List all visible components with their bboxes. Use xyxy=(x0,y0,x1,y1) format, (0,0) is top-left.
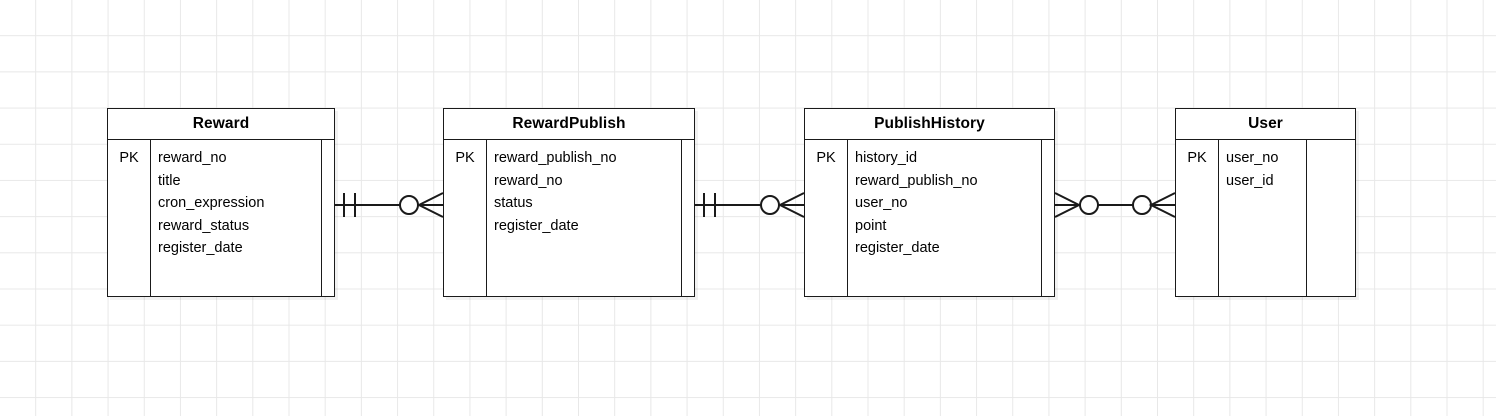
entity-reward[interactable]: Reward PK reward_no title cron_expressio… xyxy=(107,108,335,297)
attribute-row: register_date xyxy=(158,240,243,256)
pk-label: PK xyxy=(1187,150,1207,166)
pk-label: PK xyxy=(816,150,836,166)
pk-column-user: PK xyxy=(1176,140,1219,296)
attribute-column-publishhistory: history_id reward_publish_no user_no poi… xyxy=(848,140,1042,296)
attribute-column-rewardpublish: reward_publish_no reward_no status regis… xyxy=(487,140,682,296)
cardinality-many-crowsfoot xyxy=(777,192,805,218)
cardinality-zero-circle-right xyxy=(1132,195,1152,215)
attribute-row: status xyxy=(494,195,533,211)
attribute-column-reward: reward_no title cron_expression reward_s… xyxy=(151,140,322,296)
entity-title-user: User xyxy=(1176,109,1355,140)
pk-column-reward: PK xyxy=(108,140,151,296)
cardinality-many-crowsfoot xyxy=(416,192,444,218)
cardinality-many-crowsfoot-right xyxy=(1148,192,1176,218)
trailing-column-rewardpublish xyxy=(682,140,694,296)
trailing-column-user xyxy=(1307,140,1355,296)
attribute-row: point xyxy=(855,217,887,234)
attribute-row: reward_publish_no xyxy=(494,150,617,166)
entity-publishhistory[interactable]: PublishHistory PK history_id reward_publ… xyxy=(804,108,1055,297)
pk-label: PK xyxy=(455,150,475,166)
cardinality-many-crowsfoot-left xyxy=(1054,192,1082,218)
entity-body-reward: PK reward_no title cron_expression rewar… xyxy=(108,140,334,296)
trailing-column-publishhistory xyxy=(1042,140,1054,296)
entity-title-reward: Reward xyxy=(108,109,334,140)
pk-column-publishhistory: PK xyxy=(805,140,848,296)
attribute-row: reward_status xyxy=(158,217,250,234)
entity-title-publishhistory: PublishHistory xyxy=(805,109,1054,140)
attribute-row: reward_no xyxy=(158,150,227,166)
attribute-row: title xyxy=(158,172,181,189)
cardinality-zero-circle-left xyxy=(1079,195,1099,215)
relationship-rewardpublish-publishhistory[interactable] xyxy=(695,192,805,218)
cardinality-zero-circle xyxy=(399,195,419,215)
relationship-reward-rewardpublish[interactable] xyxy=(335,192,444,218)
attribute-row: user_no xyxy=(1226,150,1279,166)
entity-body-user: PK user_no user_id xyxy=(1176,140,1355,296)
attribute-row: user_no xyxy=(855,195,908,211)
pk-column-rewardpublish: PK xyxy=(444,140,487,296)
cardinality-zero-circle xyxy=(760,195,780,215)
attribute-row: register_date xyxy=(855,240,940,256)
trailing-column-reward xyxy=(322,140,334,296)
entity-body-publishhistory: PK history_id reward_publish_no user_no … xyxy=(805,140,1054,296)
attribute-row: reward_no xyxy=(494,172,563,189)
relationship-publishhistory-user[interactable] xyxy=(1054,192,1176,218)
attribute-row: cron_expression xyxy=(158,195,265,211)
entity-user[interactable]: User PK user_no user_id xyxy=(1175,108,1356,297)
entity-rewardpublish[interactable]: RewardPublish PK reward_publish_no rewar… xyxy=(443,108,695,297)
attribute-row: register_date xyxy=(494,217,579,234)
attribute-row: reward_publish_no xyxy=(855,172,978,189)
attribute-row: history_id xyxy=(855,150,918,166)
attribute-column-user: user_no user_id xyxy=(1219,140,1307,296)
pk-label: PK xyxy=(119,150,139,166)
entity-body-rewardpublish: PK reward_publish_no reward_no status re… xyxy=(444,140,694,296)
attribute-row: user_id xyxy=(1226,172,1274,189)
entity-title-rewardpublish: RewardPublish xyxy=(444,109,694,140)
